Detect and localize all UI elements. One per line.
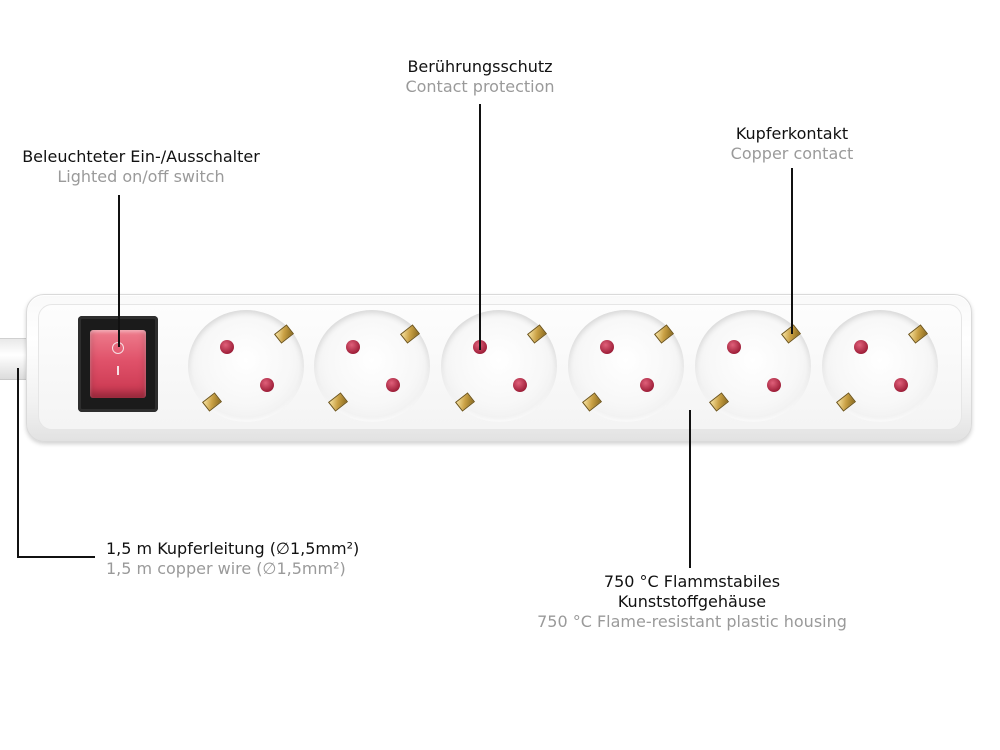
- copper-contact-label-en: Copper contact: [730, 144, 854, 163]
- socket-5: [695, 310, 811, 422]
- housing-label-en: 750 °C Flame-resistant plastic housing: [537, 612, 847, 631]
- socket-hole-protection: [346, 340, 360, 354]
- switch-label-de: Beleuchteter Ein-/Ausschalter: [22, 147, 260, 166]
- socket-6: [822, 310, 938, 422]
- socket-hole-protection: [600, 340, 614, 354]
- socket-2: [314, 310, 430, 422]
- socket-hole-protection: [894, 378, 908, 392]
- housing-label: 750 °C Flammstabiles Kunststoffgehäuse 7…: [520, 572, 864, 632]
- protection-callout-line: [479, 104, 481, 350]
- copper-contact-label-de: Kupferkontakt: [735, 124, 849, 143]
- socket-hole-protection: [260, 378, 274, 392]
- socket-hole-protection: [727, 340, 741, 354]
- socket-hole-protection: [767, 378, 781, 392]
- cable-label: 1,5 m Kupferleitung (∅1,5mm²) 1,5 m copp…: [106, 539, 406, 579]
- socket-hole-protection: [854, 340, 868, 354]
- protection-label: Berührungsschutz Contact protection: [370, 57, 590, 97]
- protection-label-de: Berührungsschutz: [407, 57, 553, 76]
- socket-hole-protection: [220, 340, 234, 354]
- socket-hole-protection: [513, 378, 527, 392]
- cable-label-de: 1,5 m Kupferleitung (∅1,5mm²): [106, 539, 360, 558]
- cable-callout-line-horizontal: [17, 556, 95, 558]
- socket-3: [441, 310, 557, 422]
- socket-hole-protection: [640, 378, 654, 392]
- housing-callout-line: [689, 410, 691, 568]
- switch-on-symbol: [117, 366, 119, 375]
- housing-label-de-line2: Kunststoffgehäuse: [617, 592, 767, 611]
- socket-hole-protection: [386, 378, 400, 392]
- cable-label-en: 1,5 m copper wire (∅1,5mm²): [106, 559, 346, 578]
- socket-1: [188, 310, 304, 422]
- housing-label-de-line1: 750 °C Flammstabiles: [603, 572, 781, 591]
- socket-4: [568, 310, 684, 422]
- cable-callout-line-vertical: [17, 368, 19, 558]
- switch-label: Beleuchteter Ein-/Ausschalter Lighted on…: [6, 147, 276, 187]
- protection-label-en: Contact protection: [405, 77, 555, 96]
- copper-contact-label: Kupferkontakt Copper contact: [700, 124, 884, 164]
- switch-label-en: Lighted on/off switch: [57, 167, 225, 186]
- switch-callout-line: [118, 195, 120, 347]
- copper-contact-callout-line: [791, 168, 793, 334]
